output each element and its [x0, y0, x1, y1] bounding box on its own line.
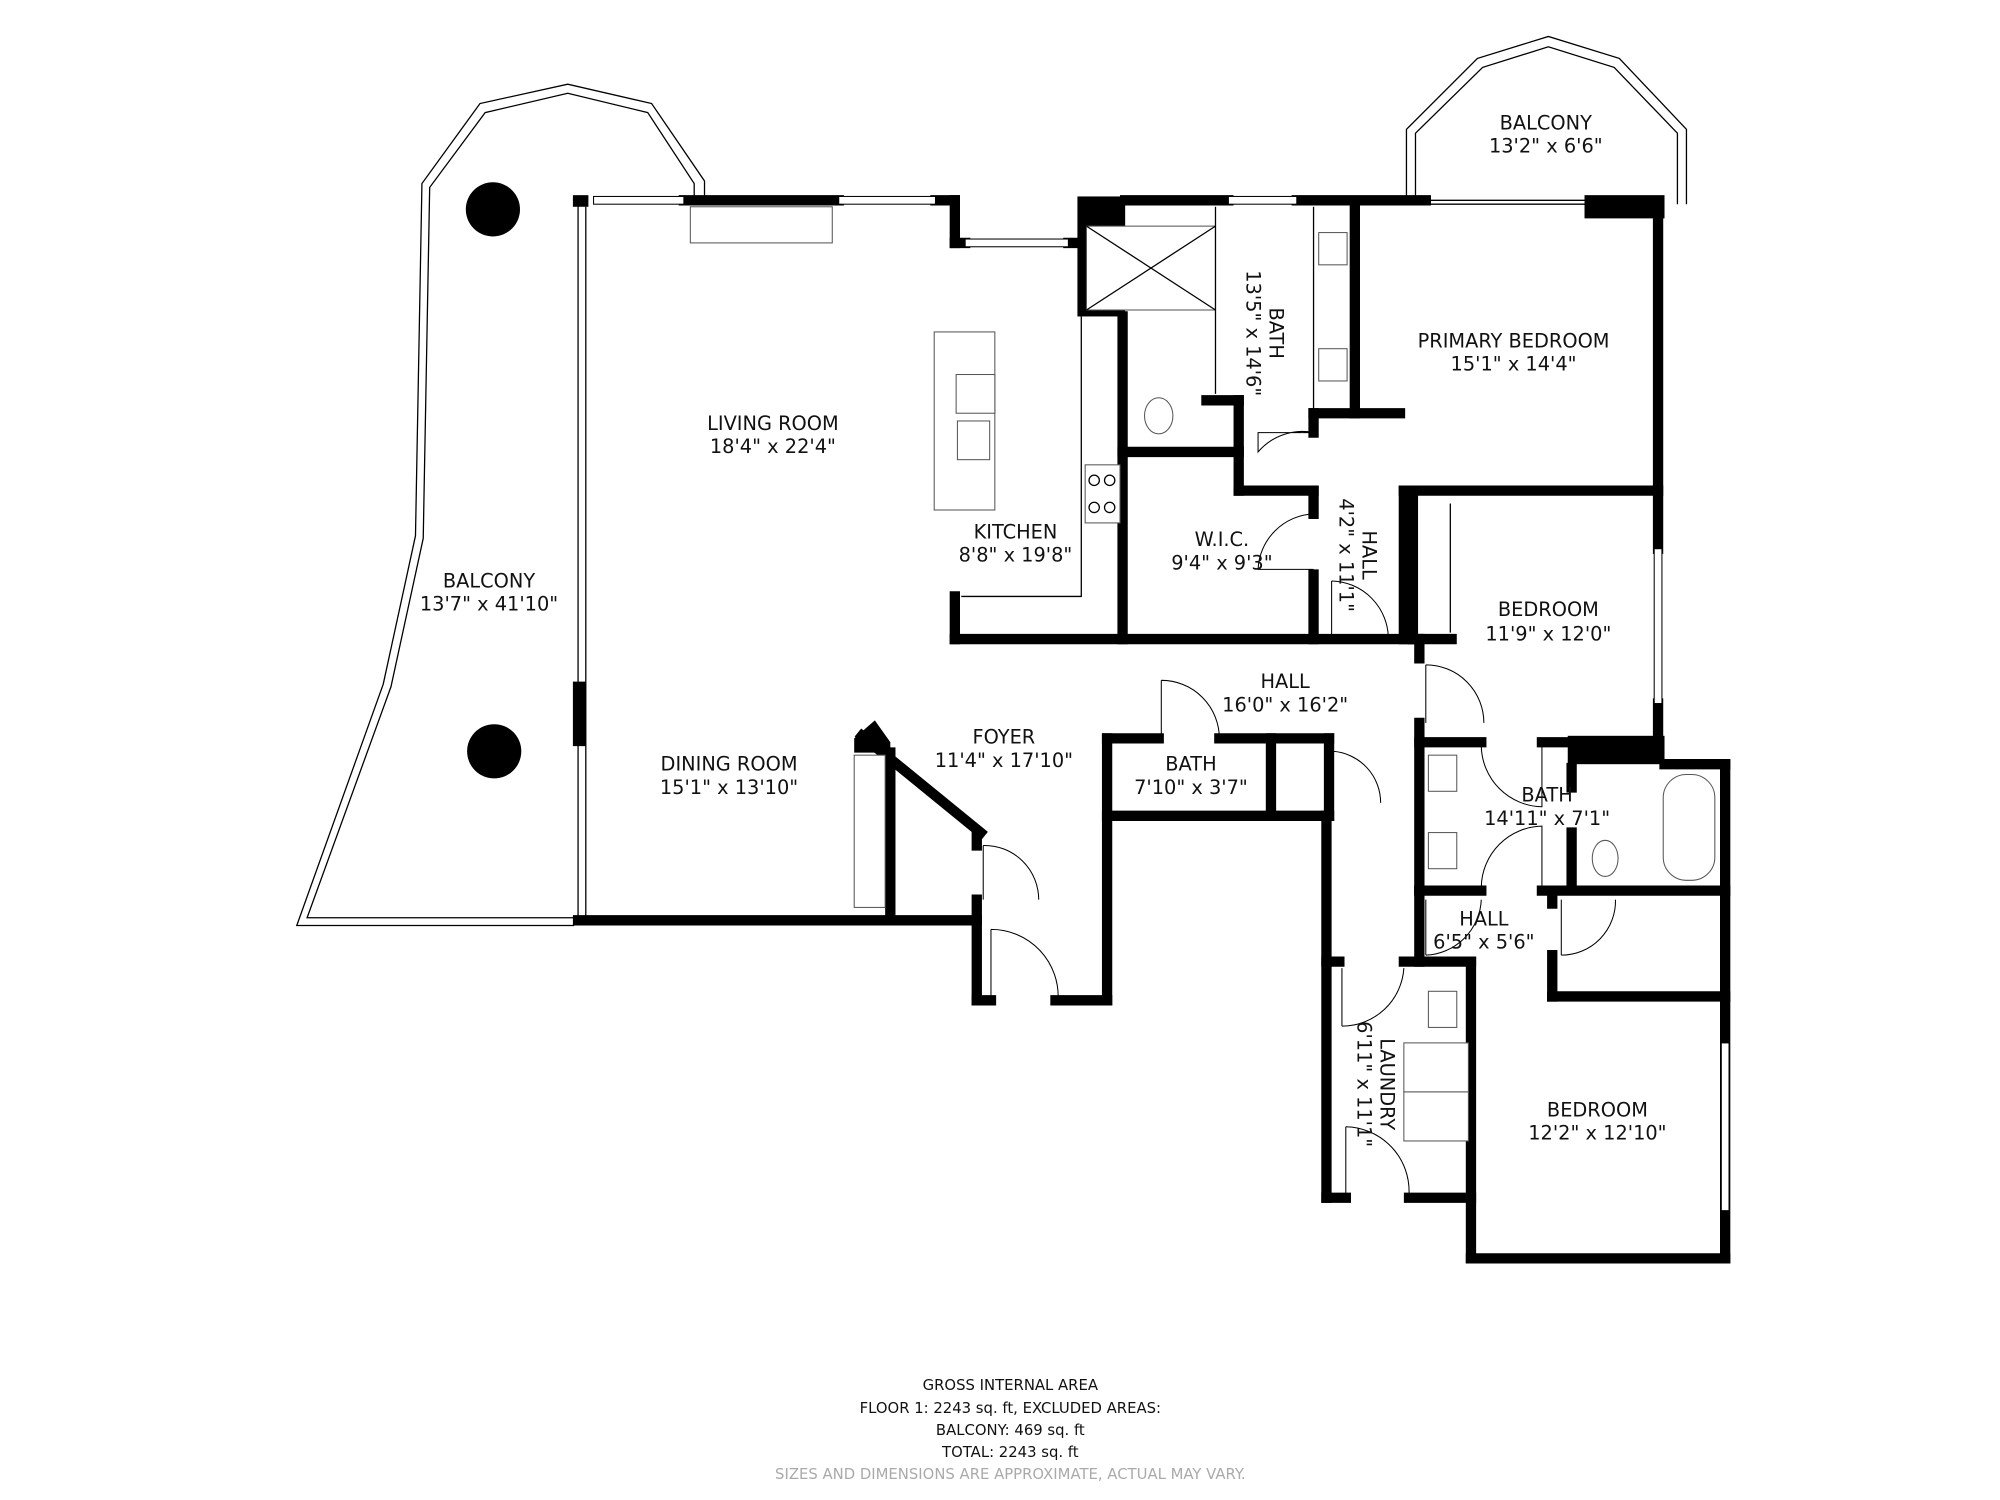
room-size: 7'10" x 3'7" — [1134, 776, 1248, 799]
room-name: BATH — [1165, 753, 1216, 776]
room-name: BEDROOM — [1498, 598, 1599, 621]
room-label-primary-bath: BATH 13'5" x 14'6" — [1241, 270, 1287, 396]
room-name: PRIMARY BEDROOM — [1418, 329, 1610, 352]
room-name: BEDROOM — [1547, 1098, 1648, 1121]
room-name: W.I.C. — [1195, 528, 1250, 551]
sink — [1427, 990, 1458, 1028]
room-size: 11'4" x 17'10" — [935, 749, 1073, 772]
washer — [1403, 1042, 1469, 1093]
room-name: BALCONY — [443, 569, 535, 592]
room-label-laundry: LAUNDRY 6'11" x 11'1" — [1352, 1021, 1398, 1147]
dryer — [1403, 1091, 1469, 1142]
room-name: HALL — [1459, 907, 1509, 930]
room-size: 9'4" x 9'3" — [1171, 551, 1272, 574]
closet-shelf — [853, 754, 886, 908]
balcony-left-outline — [295, 83, 706, 927]
room-label-primary-bedroom: PRIMARY BEDROOM 15'1" x 14'4" — [1418, 329, 1610, 375]
toilet — [1591, 839, 1619, 877]
room-size: 15'1" x 14'4" — [1451, 353, 1577, 376]
room-name: BALCONY — [1500, 111, 1592, 134]
room-size: 13'5" x 14'6" — [1241, 270, 1264, 396]
room-label-bath-2: BATH 14'11" x 7'1" — [1484, 784, 1610, 830]
room-name: BATH — [1265, 308, 1288, 359]
balcony-top-outline — [1405, 35, 1688, 205]
room-label-foyer: FOYER 11'4" x 17'10" — [935, 726, 1073, 772]
column — [467, 724, 522, 779]
sink — [1318, 348, 1348, 382]
room-name: BATH — [1521, 784, 1572, 807]
room-size: 14'11" x 7'1" — [1484, 807, 1610, 830]
disclaimer: SIZES AND DIMENSIONS ARE APPROXIMATE, AC… — [775, 1466, 1246, 1483]
room-label-powder-bath: BATH 7'10" x 3'7" — [1134, 753, 1248, 799]
room-label-dining-room: DINING ROOM 15'1" x 13'10" — [660, 753, 798, 799]
room-size: 13'7" x 41'10" — [420, 593, 558, 616]
total-area: TOTAL: 2243 sq. ft — [941, 1444, 1079, 1461]
room-size: 6'11" x 11'1" — [1352, 1021, 1375, 1147]
room-size: 15'1" x 13'10" — [660, 776, 798, 799]
room-name: FOYER — [972, 726, 1035, 749]
area-heading: GROSS INTERNAL AREA — [923, 1377, 1099, 1394]
room-size: 13'2" x 6'6" — [1489, 135, 1603, 158]
walls — [572, 195, 1731, 1264]
room-name: LIVING ROOM — [707, 412, 839, 435]
room-name: HALL — [1358, 530, 1381, 580]
sink — [1427, 754, 1458, 792]
sink — [1318, 232, 1348, 266]
room-name: HALL — [1260, 670, 1310, 693]
room-name: LAUNDRY — [1376, 1038, 1399, 1130]
room-size: 16'0" x 16'2" — [1222, 693, 1348, 716]
room-size: 8'8" x 19'8" — [959, 544, 1073, 567]
room-label-living-room: LIVING ROOM 18'4" x 22'4" — [707, 412, 839, 458]
doors — [982, 430, 1617, 1194]
floor-area: FLOOR 1: 2243 sq. ft, EXCLUDED AREAS: — [860, 1400, 1161, 1417]
toilet — [1144, 397, 1174, 435]
room-name: KITCHEN — [974, 520, 1058, 543]
room-label-balcony-left: BALCONY 13'7" x 41'10" — [420, 569, 558, 615]
sink — [1427, 832, 1458, 870]
sink — [956, 420, 991, 461]
room-label-kitchen: KITCHEN 8'8" x 19'8" — [959, 520, 1073, 566]
room-label-hall-main: HALL 16'0" x 16'2" — [1222, 670, 1348, 716]
room-size: 11'9" x 12'0" — [1485, 622, 1611, 645]
room-label-wic: W.I.C. 9'4" x 9'3" — [1171, 528, 1272, 574]
room-size: 18'4" x 22'4" — [710, 435, 836, 458]
room-label-bedroom-1: BEDROOM 11'9" x 12'0" — [1485, 598, 1611, 646]
room-size: 4'2" x 11'1" — [1334, 498, 1357, 612]
room-label-bedroom-2: BEDROOM 12'2" x 12'10" — [1528, 1098, 1666, 1144]
area-summary: GROSS INTERNAL AREA FLOOR 1: 2243 sq. ft… — [775, 1377, 1246, 1483]
room-label-hall-small: HALL 6'5" x 5'6" — [1433, 907, 1534, 953]
room-label-hall-upper: HALL 4'2" x 11'1" — [1334, 498, 1380, 612]
room-name: DINING ROOM — [661, 753, 798, 776]
room-label-balcony-top: BALCONY 13'2" x 6'6" — [1489, 111, 1603, 157]
room-size: 12'2" x 12'10" — [1528, 1122, 1666, 1145]
bathtub — [1662, 774, 1716, 881]
fireplace — [689, 206, 833, 244]
room-size: 6'5" x 5'6" — [1433, 931, 1534, 954]
balcony-area: BALCONY: 469 sq. ft — [936, 1422, 1085, 1439]
stove — [1084, 464, 1121, 524]
column — [465, 182, 520, 237]
